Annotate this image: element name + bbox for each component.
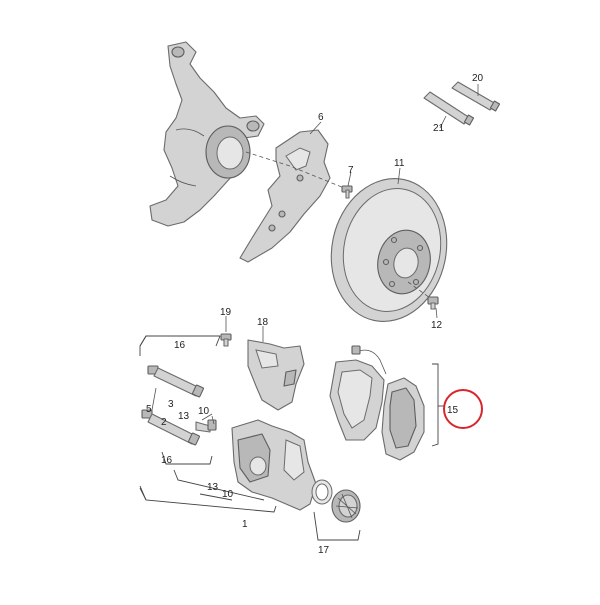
callout-2: 2 (161, 417, 167, 428)
screw-19 (220, 333, 232, 347)
grease-tubes (423, 81, 501, 126)
bracket-17 (313, 511, 361, 541)
splash-shield (239, 129, 331, 263)
callout-5: 5 (146, 404, 152, 415)
callout-7: 7 (348, 165, 354, 176)
callout-17: 17 (318, 545, 330, 556)
highlight-circle (443, 389, 483, 429)
callout-13-lower: 13 (207, 482, 219, 493)
bleeder-valve (195, 419, 217, 433)
steering-knuckle (149, 41, 265, 227)
guide-bolt-upper (147, 365, 204, 398)
callout-3: 3 (168, 399, 174, 410)
callout-11: 11 (394, 158, 405, 169)
screw-12 (407, 281, 439, 310)
callout-6: 6 (318, 112, 324, 123)
bolt-7 (341, 185, 353, 199)
guide-bolt-lower (141, 409, 200, 446)
callout-18: 18 (257, 317, 269, 328)
leader-lines (151, 84, 479, 425)
brake-pads (329, 345, 425, 461)
callout-12: 12 (431, 320, 443, 331)
callout-19: 19 (220, 307, 232, 318)
brake-caliper (231, 419, 317, 511)
callout-15: 15 (447, 405, 459, 416)
callout-10-lower: 10 (222, 489, 234, 500)
bracket-15 (431, 363, 444, 447)
bracket-13 (173, 469, 265, 501)
callout-16-upper: 16 (174, 340, 186, 351)
callout-21: 21 (433, 123, 445, 134)
caliper-cover (247, 339, 305, 411)
brake-disc (330, 178, 448, 322)
bracket-1 (139, 485, 277, 513)
callout-13-upper: 13 (178, 411, 190, 422)
callout-1: 1 (242, 519, 248, 530)
callout-16-lower: 16 (161, 455, 173, 466)
bracket-10 (199, 493, 233, 501)
callout-10-upper: 10 (198, 406, 210, 417)
piston-seal-kit (311, 479, 361, 523)
bracket-16-lower (161, 451, 213, 465)
callout-20: 20 (472, 73, 484, 84)
callout-labels: 6 7 11 12 20 21 19 18 16 5 3 10 13 2 16 … (146, 73, 484, 556)
bracket-16-upper (139, 335, 221, 356)
